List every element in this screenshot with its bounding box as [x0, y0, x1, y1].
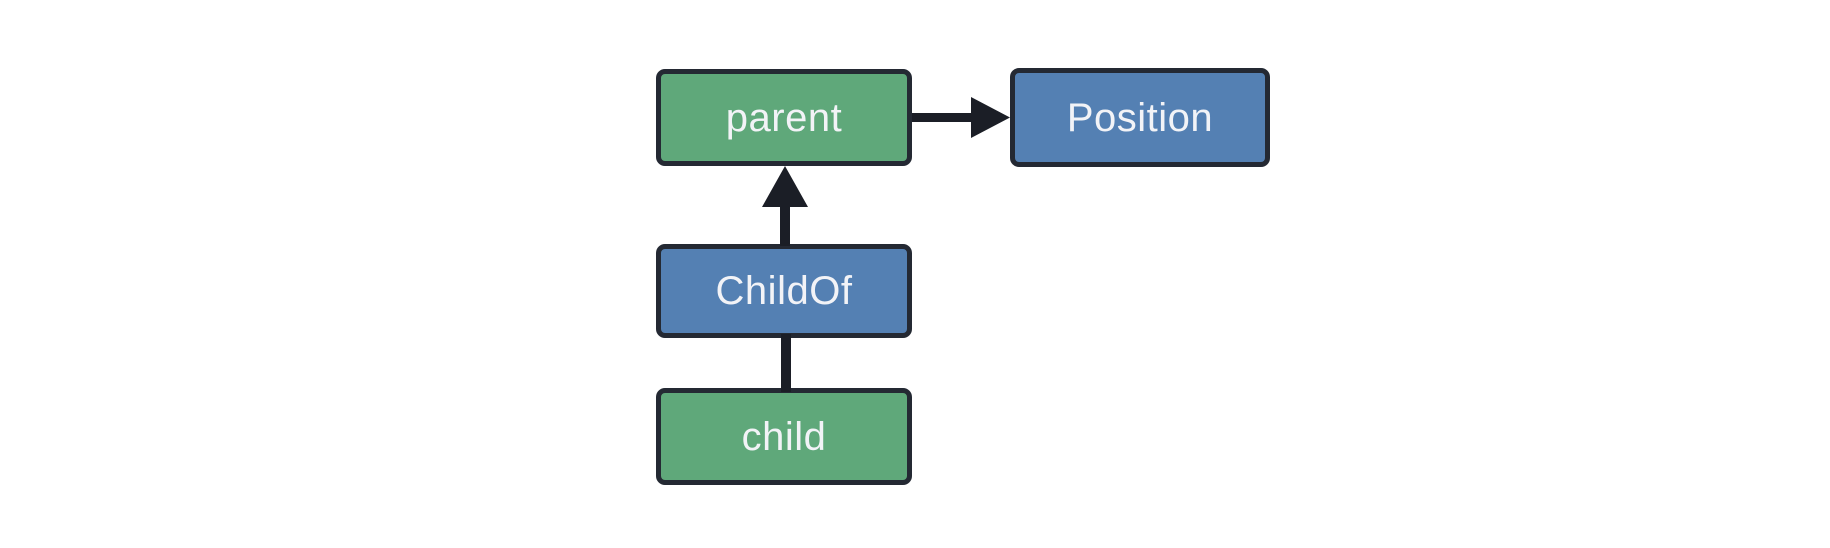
node-parent-label: parent [725, 95, 843, 140]
node-child: child [656, 388, 912, 485]
node-childof-label: ChildOf [715, 269, 853, 313]
edge-childof-parent-arrow [762, 166, 808, 246]
edge-child-childof-line [781, 334, 791, 392]
edge-parent-position-arrow [912, 97, 1010, 138]
node-parent: parent [656, 69, 912, 166]
node-childof: ChildOf [656, 244, 912, 338]
node-child-label: child [741, 414, 827, 459]
node-position: Position [1010, 68, 1270, 167]
node-position-label: Position [1066, 95, 1214, 140]
